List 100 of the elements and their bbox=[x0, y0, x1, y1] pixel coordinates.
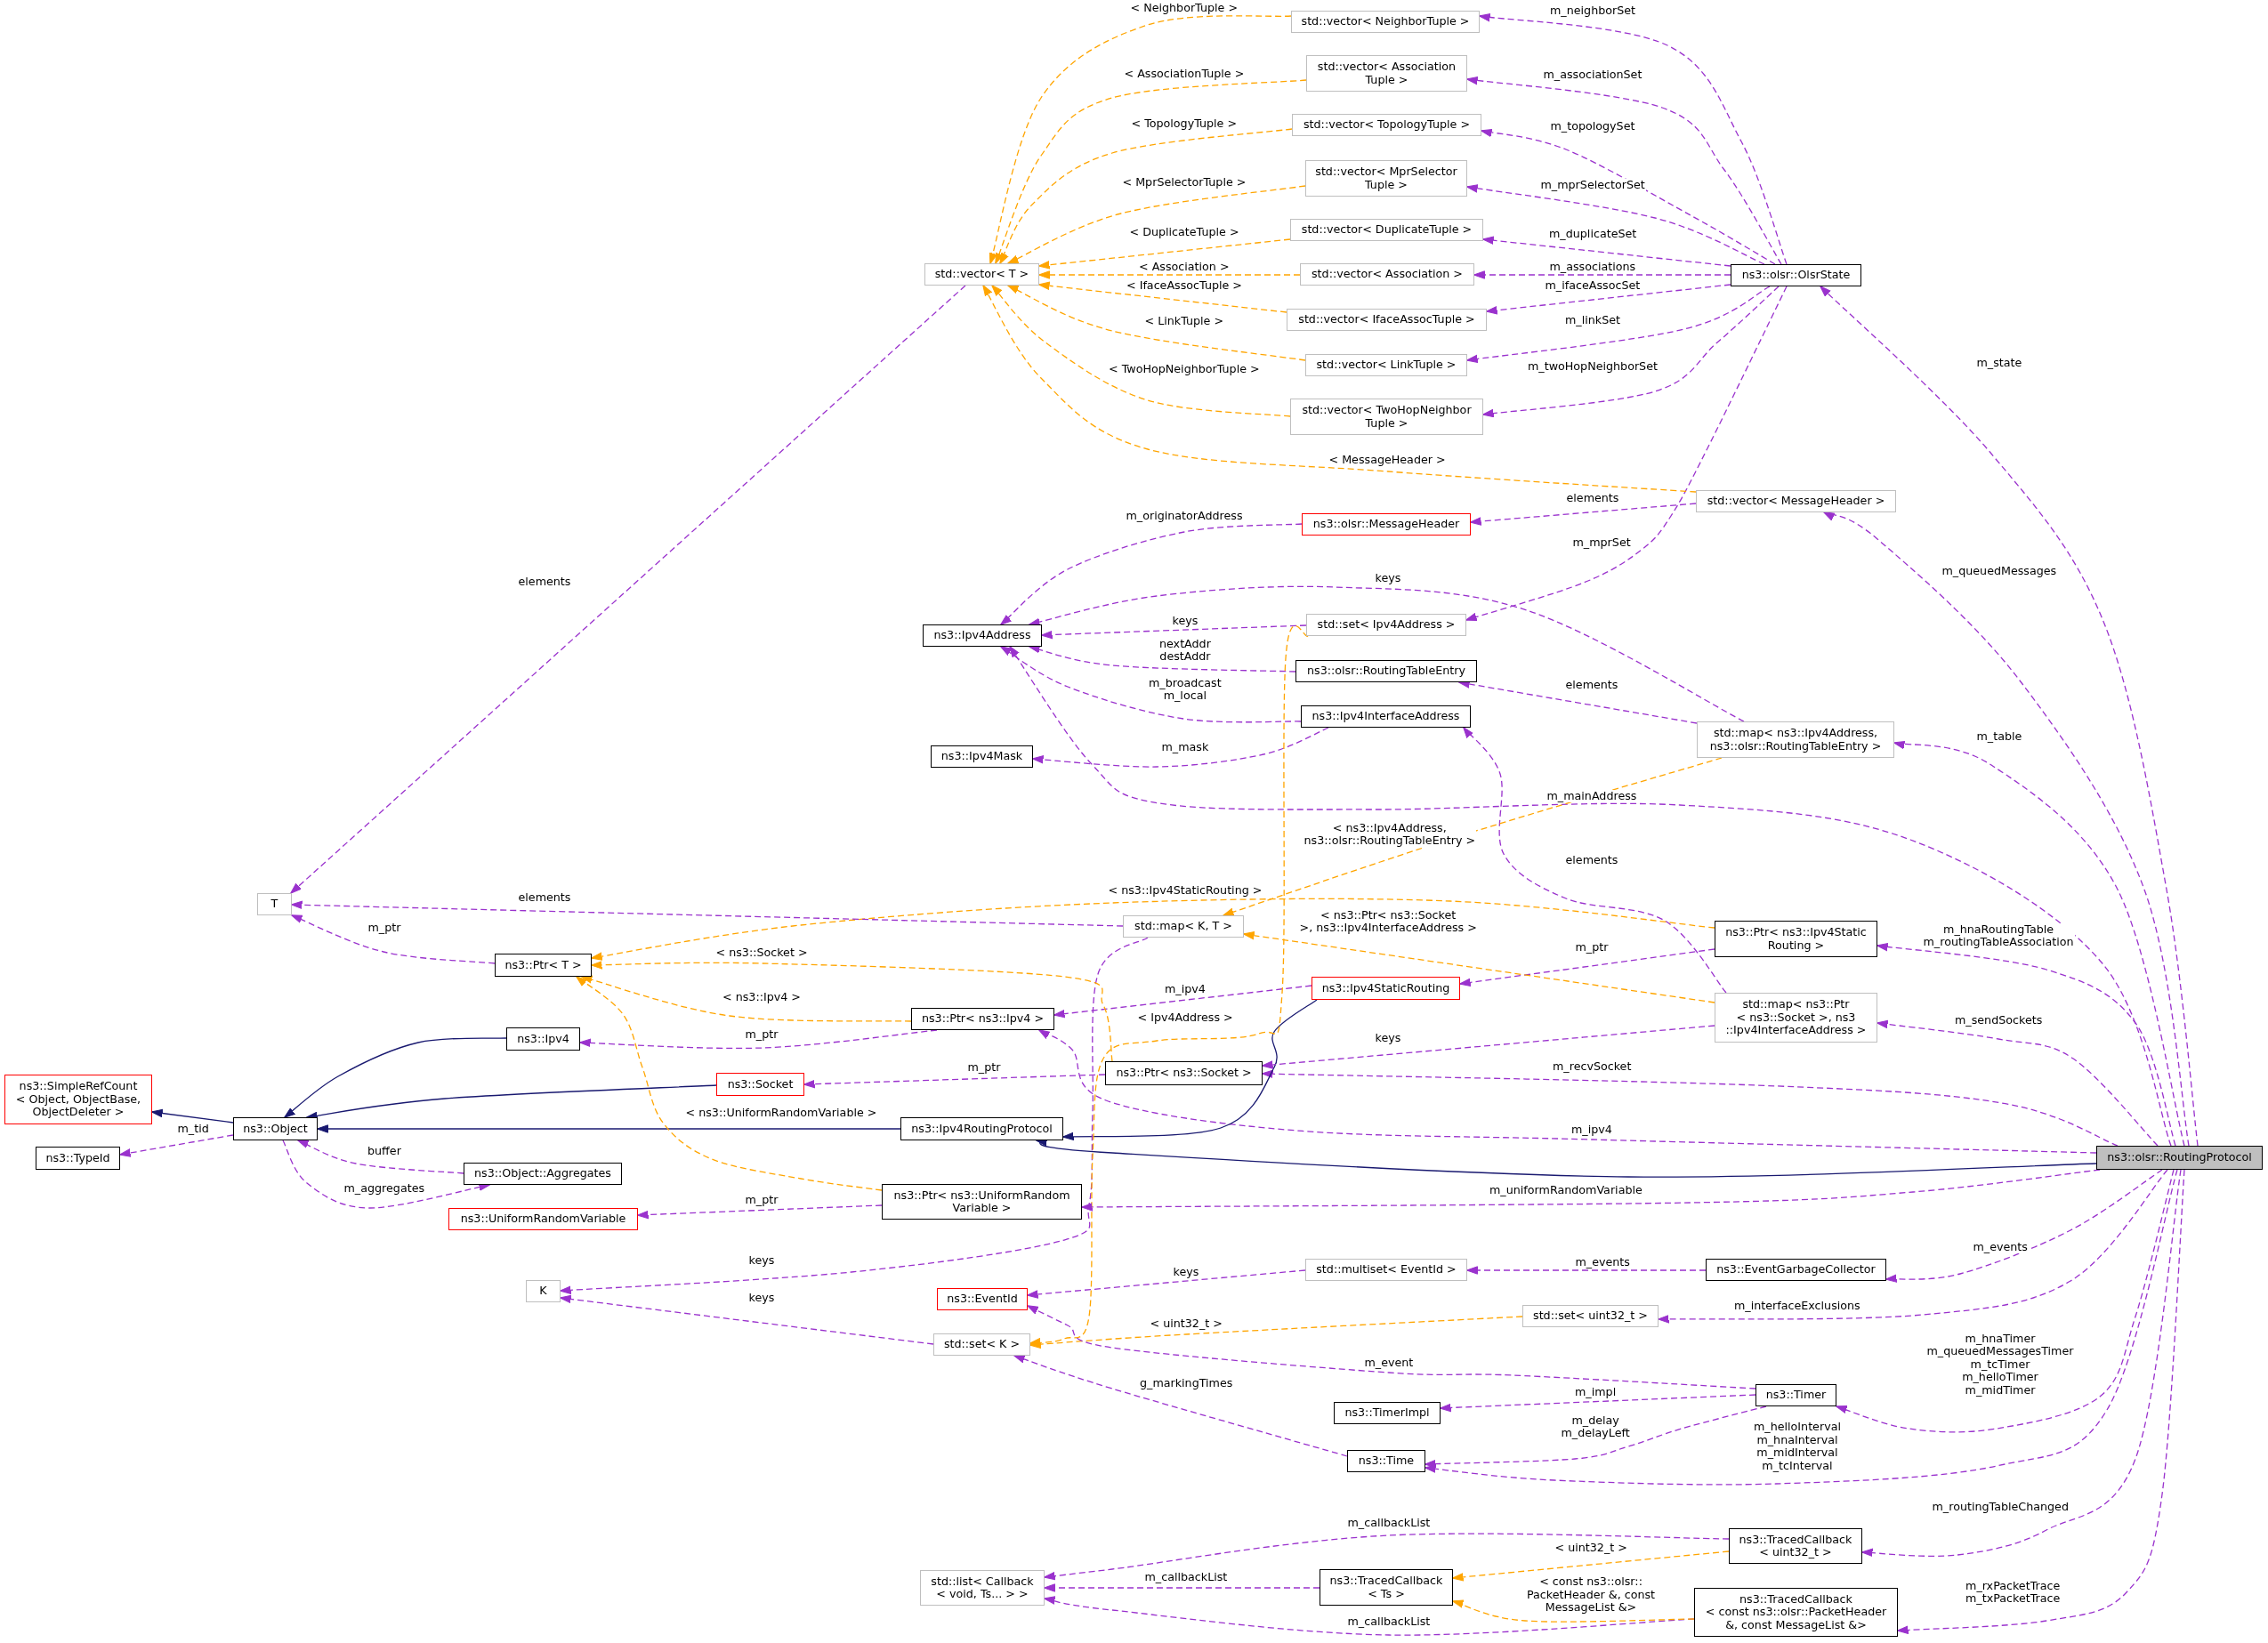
dashed-arrow bbox=[1262, 1069, 2119, 1147]
dashed-arrow bbox=[576, 976, 883, 1191]
dashed-arrow bbox=[560, 1294, 934, 1345]
class-box: ns3::Ptr< ns3::Ipv4Static Routing > bbox=[1715, 921, 1877, 957]
dashed-arrow bbox=[1836, 1169, 2175, 1433]
class-box: ns3::Object bbox=[233, 1117, 318, 1140]
class-box: ns3::TracedCallback < uint32_t > bbox=[1729, 1528, 1862, 1564]
edge-label: m_ptr bbox=[1574, 940, 1610, 954]
dashed-arrow bbox=[1000, 646, 1302, 723]
class-box: ns3::UniformRandomVariable bbox=[448, 1208, 638, 1230]
edge-label: buffer bbox=[367, 1144, 402, 1157]
edge-label: keys bbox=[1374, 1031, 1402, 1044]
edge-label: m_linkSet bbox=[1564, 313, 1621, 326]
edge-label: m_ptr bbox=[744, 1027, 779, 1041]
dashed-arrow bbox=[282, 1140, 490, 1209]
edge-label: < MessageHeader > bbox=[1328, 453, 1447, 466]
dashed-arrow bbox=[1473, 270, 1731, 279]
edge-label: m_tid bbox=[176, 1122, 210, 1135]
edge-label: m_recvSocket bbox=[1552, 1059, 1633, 1073]
class-box: std::vector< NeighborTuple > bbox=[1291, 11, 1480, 33]
dashed-arrow bbox=[1465, 286, 1788, 622]
dashed-arrow bbox=[1038, 238, 1291, 270]
dashed-arrow bbox=[1053, 985, 1312, 1019]
dashed-arrow bbox=[1038, 270, 1301, 279]
dashed-arrow bbox=[1038, 1029, 2097, 1154]
dashed-arrow bbox=[1658, 1169, 2168, 1324]
edge-label: < ns3::Ipv4StaticRouting > bbox=[1107, 883, 1263, 897]
dashed-arrow bbox=[1466, 1266, 1707, 1275]
edge-label: m_ptr bbox=[744, 1193, 779, 1206]
class-box: std::list< Callback < void, Ts... > > bbox=[920, 1570, 1045, 1606]
dashed-arrow bbox=[989, 15, 1292, 264]
edge-label: elements bbox=[517, 575, 572, 588]
edge-label: m_ifaceAssocSet bbox=[1544, 278, 1642, 292]
class-box: ns3::olsr::OlsrState bbox=[1731, 264, 1861, 286]
dashed-arrow bbox=[1044, 1583, 1320, 1592]
dashed-arrow bbox=[1440, 1394, 1756, 1413]
class-box: std::map< ns3::Ipv4Address, ns3::olsr::RoutingTableEntry > bbox=[1697, 721, 1894, 758]
edge-label: m_delay m_delayLeft bbox=[1560, 1413, 1631, 1440]
dashed-arrow bbox=[803, 1074, 1106, 1089]
dashed-arrow bbox=[290, 285, 966, 894]
dashed-arrow bbox=[1032, 727, 1329, 768]
class-box: ns3::Ptr< ns3::Ipv4 > bbox=[911, 1008, 1054, 1030]
edge-label: elements bbox=[1564, 853, 1619, 866]
edge-label: < ns3::UniformRandomVariable > bbox=[684, 1106, 878, 1119]
class-box: std::multiset< EventId > bbox=[1305, 1259, 1467, 1281]
dashed-arrow bbox=[1893, 740, 2185, 1147]
class-box: std::vector< TwoHopNeighbor Tuple > bbox=[1290, 399, 1483, 435]
dashed-arrow bbox=[637, 1204, 883, 1220]
edge-label: m_mainAddress bbox=[1546, 789, 1638, 802]
edge-label: keys bbox=[747, 1253, 776, 1267]
dashed-arrow bbox=[1466, 184, 1765, 265]
dashed-arrow bbox=[982, 285, 1697, 493]
dashed-arrow bbox=[995, 79, 1307, 264]
edge-label: m_associations bbox=[1548, 260, 1637, 273]
edge-label: m_neighborSet bbox=[1549, 4, 1637, 17]
arrow bbox=[1036, 1139, 2097, 1178]
edge-label: m_sendSockets bbox=[1954, 1013, 2044, 1027]
class-box: ns3::Ipv4 bbox=[506, 1027, 580, 1051]
arrow bbox=[151, 1108, 234, 1124]
class-box: ns3::Ptr< ns3::Socket > bbox=[1105, 1061, 1263, 1085]
dashed-arrow bbox=[1243, 931, 1715, 1003]
edge-label: m_events bbox=[1972, 1240, 2029, 1253]
edge-label: < TwoHopNeighborTuple > bbox=[1108, 362, 1261, 375]
class-box: ns3::Timer bbox=[1755, 1384, 1836, 1406]
dashed-arrow bbox=[1262, 1025, 1715, 1069]
arrow bbox=[284, 1037, 507, 1118]
edge-label: < ns3::Ipv4 > bbox=[722, 990, 802, 1003]
dashed-arrow bbox=[1823, 511, 2190, 1147]
edge-label: < ns3::Ptr< ns3::Socket >, ns3::Ipv4InterfaceAddress > bbox=[1298, 908, 1478, 935]
edge-label: elements bbox=[1564, 678, 1619, 691]
dashed-arrow bbox=[1861, 1169, 2182, 1558]
class-box: std::vector< IfaceAssocTuple > bbox=[1287, 309, 1487, 331]
edge-label: m_event bbox=[1363, 1356, 1415, 1369]
dashed-arrow bbox=[1038, 281, 1287, 313]
edge-label: m_aggregates bbox=[343, 1181, 426, 1195]
dashed-arrow bbox=[1486, 284, 1731, 315]
edge-label: m_hnaRoutingTable m_routingTableAssociation bbox=[1922, 922, 2075, 949]
dashed-arrow bbox=[581, 975, 912, 1022]
class-box: ns3::TypeId bbox=[36, 1147, 120, 1170]
edge-label: < TopologyTuple > bbox=[1130, 117, 1239, 130]
class-box: K bbox=[526, 1280, 561, 1302]
dashed-arrow bbox=[1027, 1269, 1306, 1299]
class-box: std::vector< LinkTuple > bbox=[1305, 354, 1467, 376]
class-box: T bbox=[257, 893, 292, 915]
dashed-arrow bbox=[1466, 76, 1782, 265]
dashed-arrow bbox=[1044, 1533, 1730, 1581]
edge-label: m_mprSet bbox=[1571, 536, 1632, 549]
class-box: ns3::Time bbox=[1347, 1450, 1425, 1472]
edge-label: keys bbox=[1171, 614, 1199, 627]
class-box: std::vector< Association > bbox=[1300, 263, 1474, 286]
dashed-arrow bbox=[1885, 1169, 2163, 1284]
class-box: ns3::SimpleRefCount < Object, ObjectBase, ObjectDeleter > bbox=[4, 1075, 152, 1124]
edge-label: m_callbackList bbox=[1346, 1615, 1432, 1628]
dashed-arrow bbox=[1452, 1600, 1695, 1623]
edge-label: < uint32_t > bbox=[1149, 1317, 1223, 1330]
class-box: ns3::olsr::RoutingTableEntry bbox=[1295, 660, 1477, 682]
class-box: ns3::Ipv4StaticRouting bbox=[1312, 977, 1460, 1000]
arrow bbox=[317, 1124, 901, 1133]
class-box: ns3::EventGarbageCollector bbox=[1706, 1259, 1886, 1281]
class-box: ns3::olsr::RoutingProtocol bbox=[2096, 1146, 2263, 1170]
